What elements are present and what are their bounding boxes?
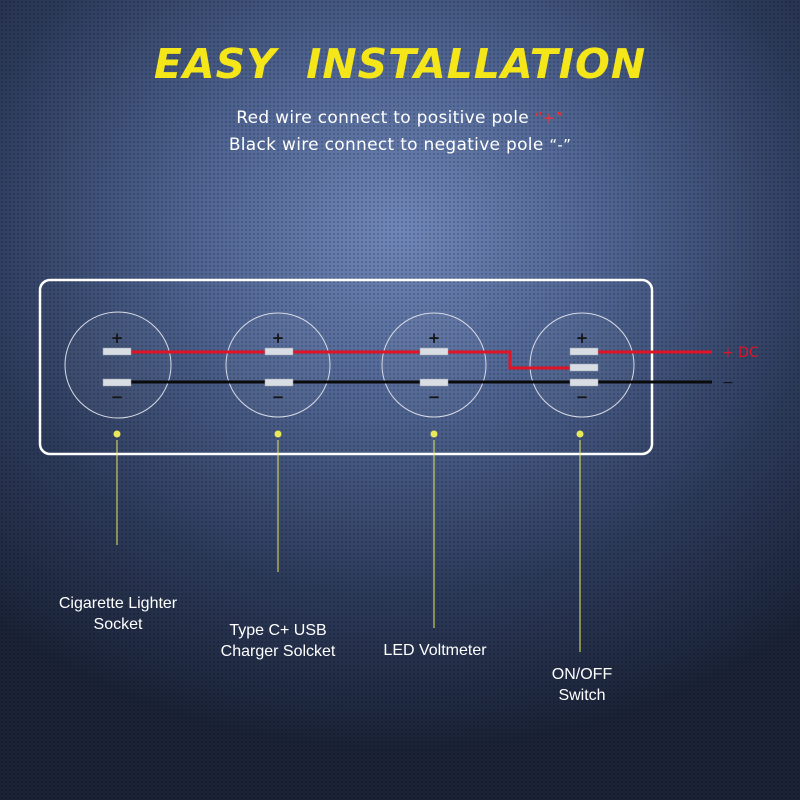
leader-dot xyxy=(576,430,584,438)
minus-mark: − xyxy=(576,388,589,406)
label-line: Charger Solcket xyxy=(220,643,336,660)
plus-mark: + xyxy=(428,329,441,347)
socket-circle xyxy=(225,312,331,418)
plus-mark: + xyxy=(272,329,285,347)
plus-mark: + xyxy=(576,329,589,347)
label-on-off-switch: ON/OFF Switch xyxy=(500,664,664,706)
socket-1 xyxy=(64,311,172,419)
minus-mark: − xyxy=(428,388,441,406)
switch-panel-outline xyxy=(38,278,654,456)
page-title: EASY INSTALLATION xyxy=(153,40,647,88)
positive-terminal xyxy=(264,347,294,356)
negative-terminal xyxy=(102,378,132,387)
leader-dot xyxy=(430,430,438,438)
socket-circle xyxy=(64,311,172,419)
positive-wire xyxy=(104,350,584,370)
positive-terminal xyxy=(102,347,132,356)
dc-negative-label: − xyxy=(722,375,734,391)
minus-mark: − xyxy=(272,388,285,406)
positive-terminal xyxy=(419,347,449,356)
positive-symbol: “+” xyxy=(534,109,564,127)
label-led-voltmeter: LED Voltmeter xyxy=(350,640,520,661)
leader-dot xyxy=(113,430,121,438)
label-line: LED Voltmeter xyxy=(383,642,487,659)
label-usb-charger: Type C+ USB Charger Solcket xyxy=(190,620,366,662)
instruction-negative-text: Black wire connect to negative pole xyxy=(228,135,544,155)
socket-2 xyxy=(225,312,331,418)
leader-dot xyxy=(274,430,282,438)
socket-4 xyxy=(529,312,635,418)
positive-terminal xyxy=(569,347,599,356)
label-line: Switch xyxy=(558,687,606,704)
negative-terminal xyxy=(264,378,294,387)
plus-mark: + xyxy=(111,329,124,347)
dc-positive-label: + DC xyxy=(722,345,759,361)
instruction-positive: Red wire connect to positive pole “+” xyxy=(0,108,800,128)
socket-circle xyxy=(529,312,635,418)
negative-terminal xyxy=(419,378,449,387)
socket-circle xyxy=(381,312,487,418)
switch-terminal xyxy=(569,363,599,372)
label-cigarette-lighter: Cigarette Lighter Socket xyxy=(28,593,208,635)
label-line: Type C+ USB xyxy=(229,622,327,639)
instruction-positive-text: Red wire connect to positive pole xyxy=(236,108,530,128)
label-line: Socket xyxy=(93,616,143,633)
label-line: Cigarette Lighter xyxy=(58,595,178,612)
minus-mark: − xyxy=(111,388,124,406)
negative-terminal xyxy=(569,378,599,387)
negative-symbol: “-” xyxy=(549,136,572,154)
socket-3 xyxy=(381,312,487,418)
instruction-negative: Black wire connect to negative pole “-” xyxy=(0,135,800,155)
label-line: ON/OFF xyxy=(551,666,613,683)
